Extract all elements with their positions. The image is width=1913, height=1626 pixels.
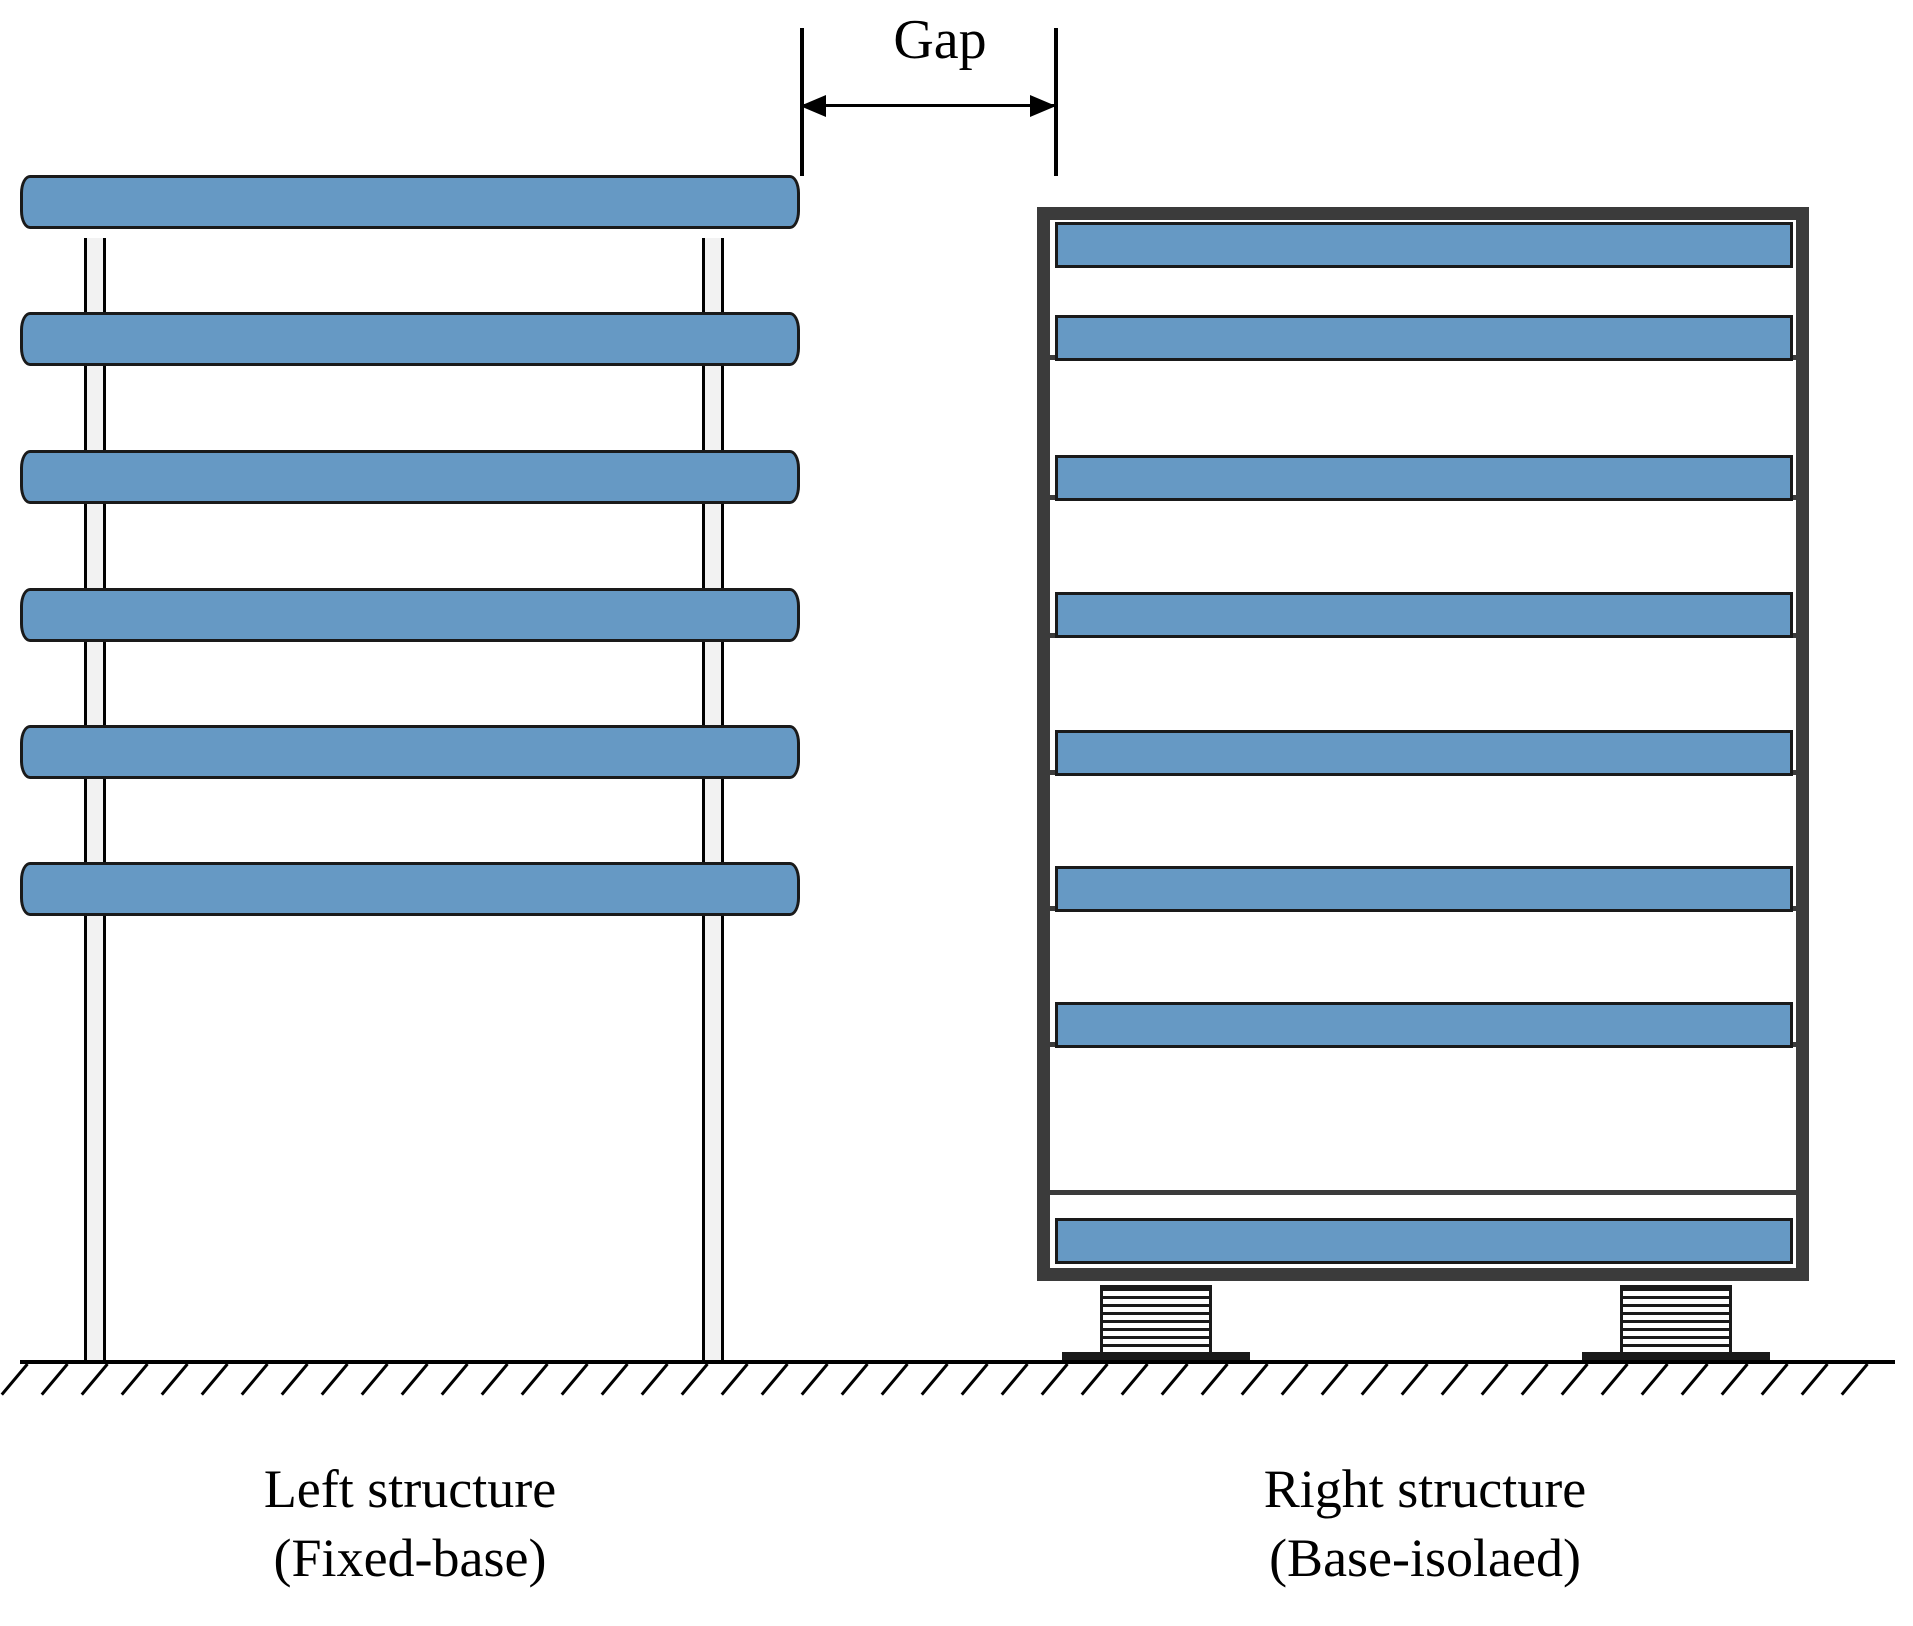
- right-caption-line-1: Right structure: [1263, 1459, 1587, 1519]
- hatch-tick: [800, 1363, 829, 1396]
- hatch-tick: [0, 1363, 29, 1396]
- hatch-tick: [760, 1363, 789, 1396]
- right-floor-5-beam: [1055, 592, 1793, 638]
- hatch-tick: [1080, 1363, 1109, 1396]
- hatch-tick: [1600, 1363, 1629, 1396]
- hatch-tick: [1440, 1363, 1469, 1396]
- hatch-tick: [520, 1363, 549, 1396]
- hatch-tick: [920, 1363, 949, 1396]
- arrow-left-icon: [800, 95, 826, 117]
- ground-line: [20, 1360, 1895, 1364]
- right-floor-4-beam: [1055, 730, 1793, 776]
- hatch-tick: [360, 1363, 389, 1396]
- gap-dimension-line: [802, 104, 1056, 107]
- left-floor-1-beam: [20, 862, 800, 916]
- left-column-a: [84, 238, 106, 1364]
- gap-extension-line-right: [1054, 28, 1058, 176]
- hatch-tick: [880, 1363, 909, 1396]
- hatch-tick: [120, 1363, 149, 1396]
- right-floor-6-beam: [1055, 455, 1793, 501]
- right-slab-line-1: [1050, 1190, 1798, 1195]
- hatch-tick: [1160, 1363, 1189, 1396]
- hatch-tick: [1560, 1363, 1589, 1396]
- left-caption-line-2: (Fixed-base): [273, 1528, 547, 1589]
- hatch-tick: [320, 1363, 349, 1396]
- hatch-tick: [280, 1363, 309, 1396]
- isolator-left-base-plate: [1062, 1352, 1250, 1363]
- arrow-right-icon: [1030, 95, 1056, 117]
- hatch-tick: [1200, 1363, 1229, 1396]
- hatch-tick: [80, 1363, 109, 1396]
- hatch-tick: [160, 1363, 189, 1396]
- hatch-tick: [840, 1363, 869, 1396]
- isolator-right: [1620, 1285, 1732, 1357]
- left-floor-4-beam: [20, 450, 800, 504]
- left-roof-beam: [20, 175, 800, 229]
- left-column-b: [702, 238, 724, 1364]
- right-caption-line-2: (Base-isolaed): [1269, 1528, 1581, 1589]
- hatch-tick: [960, 1363, 989, 1396]
- hatch-tick: [240, 1363, 269, 1396]
- right-floor-2-beam: [1055, 1002, 1793, 1048]
- isolator-left: [1100, 1285, 1212, 1357]
- right-floor-7-beam: [1055, 315, 1793, 361]
- hatch-tick: [400, 1363, 429, 1396]
- hatch-tick: [1040, 1363, 1069, 1396]
- hatch-tick: [1280, 1363, 1309, 1396]
- hatch-tick: [1240, 1363, 1269, 1396]
- hatch-tick: [1720, 1363, 1749, 1396]
- hatch-tick: [1520, 1363, 1549, 1396]
- hatch-tick: [1320, 1363, 1349, 1396]
- left-floor-5-beam: [20, 312, 800, 366]
- hatch-tick: [1000, 1363, 1029, 1396]
- right-floor-3-beam: [1055, 866, 1793, 912]
- hatch-tick: [440, 1363, 469, 1396]
- hatch-tick: [600, 1363, 629, 1396]
- hatch-tick: [200, 1363, 229, 1396]
- hatch-tick: [1800, 1363, 1829, 1396]
- right-roof-beam: [1055, 222, 1793, 268]
- hatch-tick: [720, 1363, 749, 1396]
- hatch-tick: [480, 1363, 509, 1396]
- hatch-tick: [1360, 1363, 1389, 1396]
- left-floor-2-beam: [20, 725, 800, 779]
- hatch-tick: [1680, 1363, 1709, 1396]
- right-structure-caption: Right structure (Base-isolaed): [1075, 1455, 1775, 1593]
- left-structure-caption: Left structure (Fixed-base): [110, 1455, 710, 1593]
- hatch-tick: [1760, 1363, 1789, 1396]
- hatch-tick: [1840, 1363, 1869, 1396]
- gap-label: Gap: [893, 9, 987, 71]
- hatch-tick: [680, 1363, 709, 1396]
- hatch-tick: [560, 1363, 589, 1396]
- hatch-tick: [640, 1363, 669, 1396]
- left-floor-3-beam: [20, 588, 800, 642]
- hatch-tick: [1640, 1363, 1669, 1396]
- hatch-tick: [40, 1363, 69, 1396]
- hatch-tick: [1480, 1363, 1509, 1396]
- hatch-tick: [1400, 1363, 1429, 1396]
- hatch-tick: [1120, 1363, 1149, 1396]
- left-caption-line-1: Left structure: [263, 1459, 557, 1519]
- right-floor-1-beam: [1055, 1218, 1793, 1264]
- isolator-right-base-plate: [1582, 1352, 1770, 1363]
